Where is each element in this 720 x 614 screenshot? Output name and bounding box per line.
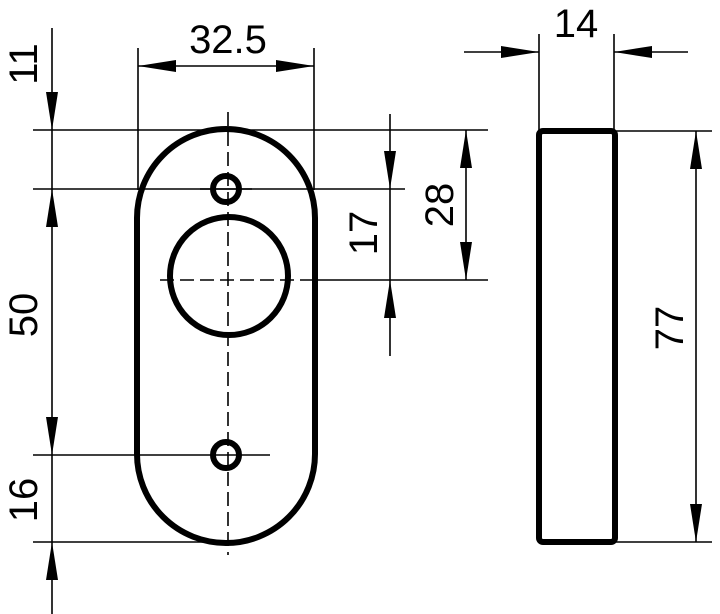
dim-77: 77 (648, 131, 702, 542)
arrow-11-top (46, 92, 58, 130)
dim-text-17: 17 (342, 211, 386, 256)
arrow-28-bottom (460, 242, 472, 280)
arrow-50-bottom (46, 417, 58, 455)
dim-text-side-thickness: 14 (554, 2, 599, 46)
dim-text-77: 77 (648, 306, 692, 351)
dim-text-bottom-offset: 16 (2, 478, 46, 523)
arrow-width-left (138, 60, 176, 72)
dim-side-thickness: 14 (464, 2, 688, 58)
arrow-17-top (384, 151, 396, 189)
dim-17: 17 (342, 114, 396, 356)
arrow-side-left (501, 46, 539, 58)
arrow-17-bottom (384, 280, 396, 318)
arrow-side-right (614, 46, 652, 58)
arrow-77-bottom (690, 504, 702, 542)
arrow-width-right (276, 60, 314, 72)
dim-text-width-plate: 32.5 (189, 18, 267, 62)
dim-left-chain: 11 50 16 (2, 28, 58, 614)
plate-outline (134, 126, 318, 546)
dim-text-hole-spacing: 50 (2, 293, 46, 338)
arrow-77-top (690, 131, 702, 169)
side-profile (536, 128, 618, 545)
side-view (536, 128, 618, 545)
arrow-16-bottom (46, 542, 58, 580)
arrow-50-top (46, 189, 58, 227)
front-view (134, 112, 318, 555)
dim-width-plate: 32.5 (138, 18, 314, 72)
dim-text-28: 28 (418, 183, 462, 228)
dim-text-top-offset: 11 (2, 43, 46, 85)
cylinder-hole (167, 214, 291, 338)
arrow-28-top (460, 130, 472, 168)
dim-28: 28 (418, 130, 472, 280)
